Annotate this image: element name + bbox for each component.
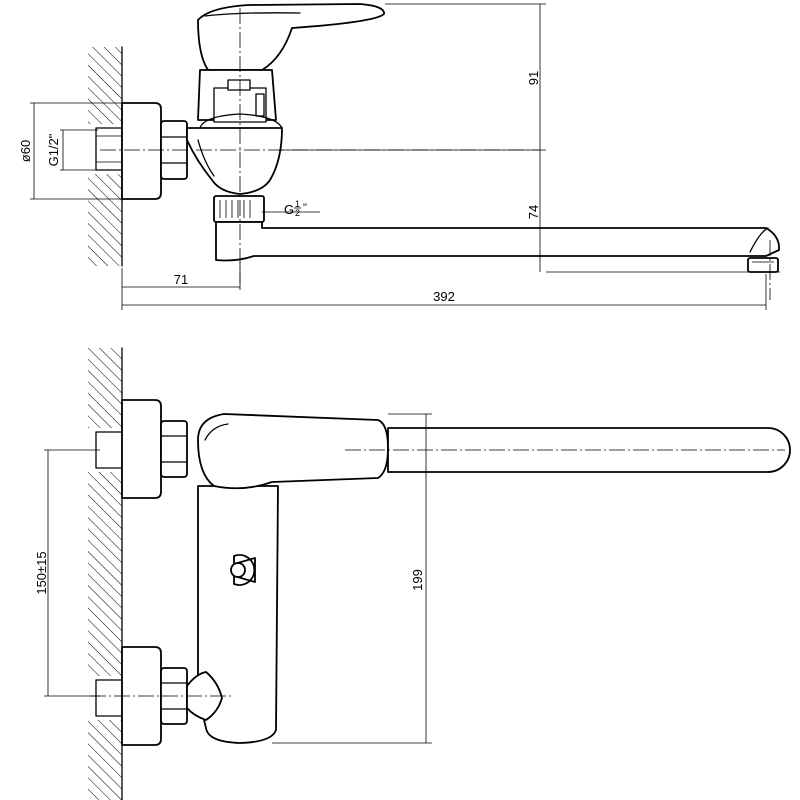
diverter-knob: [233, 554, 256, 586]
centerlines-top: [90, 449, 785, 697]
dim-text-150: 150±15: [34, 551, 49, 594]
outlet-thread-denominator: 2: [295, 208, 300, 218]
mixer-body-side: [186, 3, 385, 223]
dimension-lines-side: [30, 3, 780, 310]
wall-flanges-bottom: [121, 399, 162, 746]
lever-highlight: [204, 423, 229, 441]
lower-inlet-elbow: [186, 671, 223, 721]
dim-text-199: 199: [410, 569, 425, 591]
inlet-pipe-upper: [95, 431, 123, 469]
valve-body: [186, 127, 283, 195]
dim-text-74: 74: [526, 205, 541, 219]
dim-text-71: 71: [174, 272, 188, 287]
body-plate: [197, 485, 279, 744]
side-view: 91 74 71 392 ø60 G1/2" G 1 2 ": [18, 3, 780, 310]
lever-handle-top: [197, 413, 389, 490]
spout-tube-side: [215, 221, 780, 262]
dim-text-91: 91: [526, 71, 541, 85]
inlet-pipe-top: [95, 127, 123, 171]
spout-tip-curve: [749, 227, 769, 253]
cartridge-clip: [255, 93, 265, 117]
wall-section-top: [88, 46, 124, 267]
dim-text-inlet-thread: G1/2": [46, 133, 61, 166]
lever-edge-line: [204, 12, 301, 17]
flange-body: [121, 102, 162, 200]
inlet-pipe-lower: [95, 679, 123, 717]
top-view: 150±15 199: [34, 347, 791, 800]
union-nuts-bottom: [160, 420, 188, 725]
wall-hatch-bottom: [88, 348, 122, 800]
valve-body-contour: [197, 139, 215, 177]
dim-text-392: 392: [433, 289, 455, 304]
outlet-thread-prefix: G: [284, 202, 294, 217]
outlet-thread-numerator: 1: [295, 199, 300, 209]
spout-swivel-nut: [213, 195, 265, 223]
wall-flange-top: [121, 102, 162, 200]
outlet-thread-label: G 1 2 ": [284, 199, 307, 218]
union-nut-upper: [160, 420, 188, 478]
mixer-body-top: [186, 413, 389, 744]
dim-text-diameter: ø60: [18, 140, 33, 162]
cartridge-stem: [227, 79, 251, 91]
dimension-text-side: 91 74 71 392 ø60 G1/2" G 1 2 ": [18, 71, 541, 304]
outlet-thread-suffix: ": [303, 202, 307, 214]
aerator: [747, 257, 779, 273]
spout-side: [215, 221, 780, 273]
dimension-lines-top: [44, 413, 432, 744]
dimension-text-top: 150±15 199: [34, 551, 425, 594]
wall-section-bottom: [88, 347, 124, 800]
flange-upper: [121, 399, 162, 499]
diverter-knob-hole: [230, 562, 246, 578]
